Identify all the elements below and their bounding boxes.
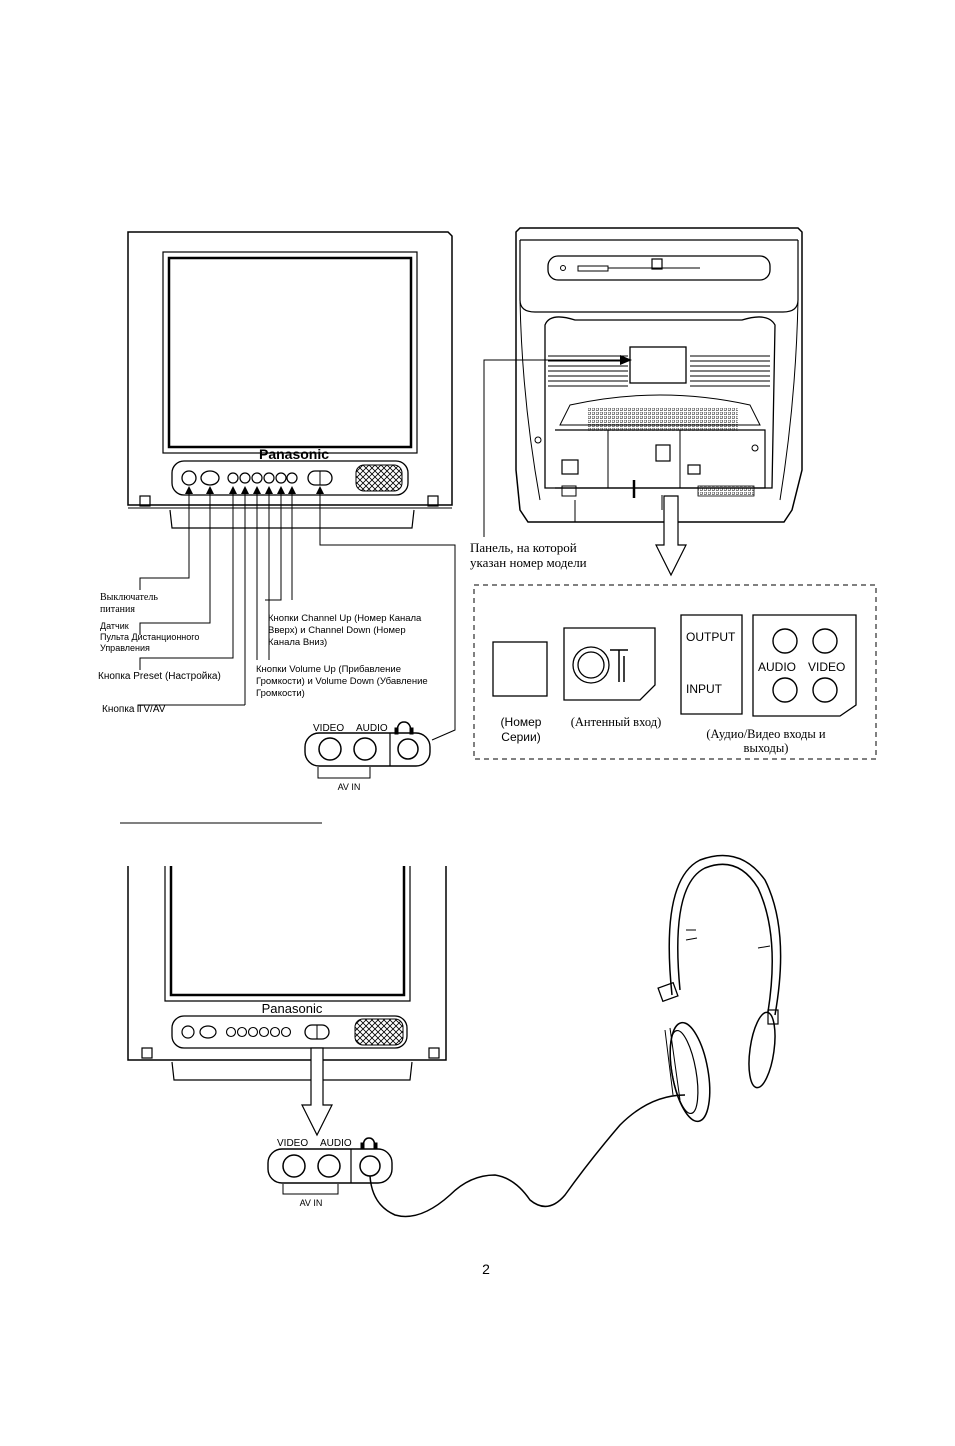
- front-leader-lines: [137, 490, 456, 741]
- headphones-icon: [657, 854, 782, 1123]
- av-bottom-avin-label: AV IN: [300, 1198, 323, 1208]
- terminal-output-label: OUTPUT: [686, 630, 736, 644]
- page-number: 2: [482, 1261, 490, 1277]
- model-panel-pointer: [483, 359, 625, 537]
- av-io-label-1: (Аудио/Видео входы и: [706, 727, 826, 741]
- serial-label-2: Серии): [501, 730, 540, 744]
- av-top-audio-label: AUDIO: [356, 723, 388, 734]
- front-tv-partial: [127, 866, 447, 1081]
- model-panel-label-2: указан номер модели: [470, 555, 587, 570]
- av-top-avin-label: AV IN: [338, 782, 361, 792]
- serial-label-1: (Номер: [501, 715, 542, 729]
- front-tv-diagram: [127, 231, 453, 529]
- callout-power-switch-1: Выключатель: [100, 592, 158, 603]
- av-io-label-2: выходы): [744, 741, 789, 755]
- front-leader-arrows: [185, 486, 324, 494]
- callout-remote-sensor-3: Управления: [100, 643, 150, 653]
- rear-tv-diagram: [515, 227, 803, 523]
- terminal-video-label: VIDEO: [808, 660, 845, 674]
- callout-remote-sensor-2: Пульта Дистанционного: [100, 632, 199, 642]
- front-brand-logo: Panasonic: [259, 446, 329, 462]
- rear-terminal-detail: [473, 584, 877, 760]
- callout-tvav-button: Кнопка TV/AV: [102, 704, 166, 715]
- rear-vents: [548, 355, 770, 387]
- av-panel-top: [304, 721, 431, 779]
- callout-power-switch-2: питания: [100, 604, 135, 615]
- terminal-audio-label: AUDIO: [758, 660, 796, 674]
- headphone-cable: [369, 1094, 686, 1218]
- callout-channel-3: Канала Вниз): [268, 637, 327, 648]
- av-bottom-video-label: VIDEO: [277, 1138, 308, 1149]
- callout-remote-sensor-1: Датчик: [100, 621, 129, 631]
- bottom-brand-logo: Panasonic: [262, 1001, 323, 1016]
- callout-volume-3: Громкости): [256, 688, 305, 699]
- av-top-video-label: VIDEO: [313, 723, 344, 734]
- callout-volume-1: Кнопки Volume Up (Прибавление: [256, 664, 401, 675]
- rear-big-arrow: [655, 495, 687, 577]
- terminal-input-label: INPUT: [686, 682, 723, 696]
- av-panel-bottom: [267, 1137, 393, 1195]
- bottom-big-arrow: [301, 1047, 333, 1137]
- callout-channel-2: Вверх) и Channel Down (Номер: [268, 625, 406, 636]
- callout-volume-2: Громкости) и Volume Down (Убавление: [256, 676, 428, 687]
- callout-preset-button: Кнопка Preset (Настройка): [98, 671, 221, 682]
- callout-channel-1: Кнопки Channel Up (Номер Канала: [268, 613, 422, 624]
- model-panel-arrowhead: [620, 355, 632, 365]
- antenna-label: (Антенный вход): [571, 715, 662, 729]
- model-panel-label-1: Панель, на которой: [470, 540, 577, 555]
- av-bottom-audio-label: AUDIO: [320, 1138, 352, 1149]
